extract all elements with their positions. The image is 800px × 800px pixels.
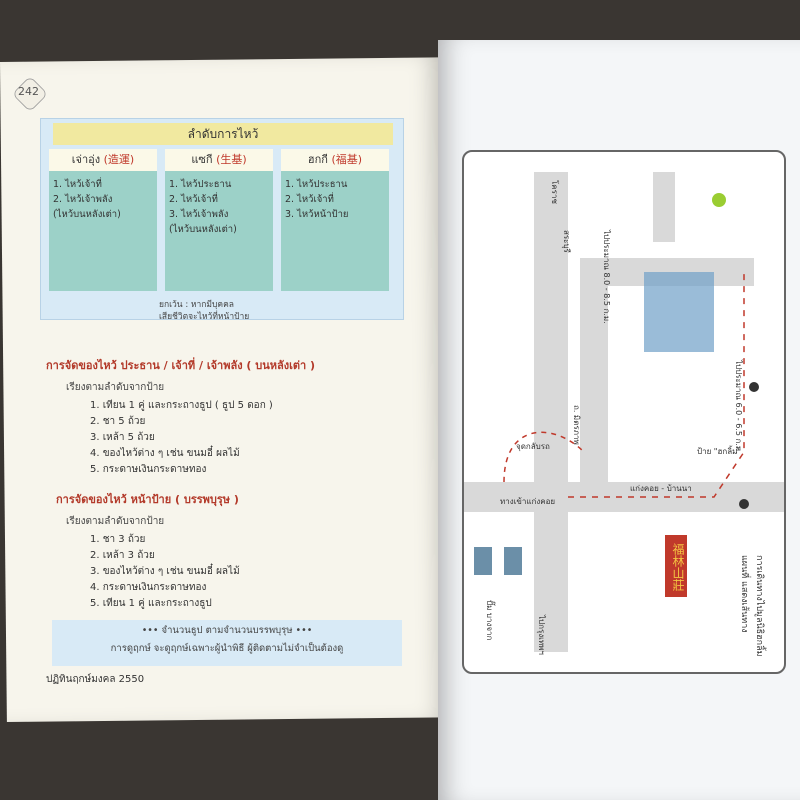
- road-label-mittraphap: ถ. มิตรภาพ: [572, 405, 581, 445]
- column-chinese: (福基): [331, 153, 363, 166]
- list-item: 2. ไหว้เจ้าที่: [169, 194, 218, 205]
- section2-subtitle: เรียงตามลำดับจากป้าย: [66, 516, 165, 527]
- chinese-sign: 福林山莊: [665, 535, 687, 597]
- schedule-table: ลำดับการไหว้ เจ่าอุ่ง (造運) 1. ไหว้เจ้าที…: [40, 118, 404, 322]
- landmark-entrance: ทางเข้าแก่งคอย: [500, 497, 556, 506]
- list-item: 3. ไหว้หน้าป้าย: [285, 209, 349, 220]
- list-item: 5. กระดาษเงินกระดาษทอง: [90, 464, 207, 475]
- exception-note: ยกเว้น : หากมีบุคคล เสียชีวิตจะไหว้ที่หน…: [159, 300, 250, 322]
- temple-illustration: [644, 272, 714, 352]
- route-map: [462, 150, 786, 674]
- section2-title: การจัดของไหว้ หน้าป้าย ( บรรพบุรุษ ): [56, 493, 239, 506]
- section1-subtitle: เรียงตามลำดับจากป้าย: [66, 382, 165, 393]
- direction-bangkok: ไปกรุงเทพฯ: [537, 615, 546, 655]
- section1-title: การจัดของไหว้ ประธาน / เจ้าที่ / เจ้าพลั…: [46, 359, 316, 372]
- column-name: ฮกกี: [307, 153, 328, 166]
- landmark-uturn: จุดกลับรถ: [516, 442, 550, 451]
- list-item: 1. ไหว้เจ้าที่: [53, 179, 102, 190]
- column-chinese: (造運): [103, 153, 135, 166]
- list-item: 4. กระดาษเงินกระดาษทอง: [90, 582, 207, 593]
- list-item: (ไหว้บนหลังเต่า): [53, 209, 121, 220]
- list-item: 1. ไหว้ประธาน: [169, 179, 232, 190]
- direction-korat: โคราช: [550, 180, 559, 204]
- landmark-sign: ป้าย "ฮกลิ้ม": [697, 447, 742, 456]
- list-item: 5. เทียน 1 คู่ และกระถางธูป: [90, 598, 212, 609]
- building-icon: [504, 547, 522, 575]
- list-item: (ไหว้บนหลังเต่า): [169, 224, 237, 235]
- distance-label-b: ไปประมาณ 6.0 - 6.5 ก.ม.: [734, 360, 743, 454]
- building-icon: [474, 547, 492, 575]
- list-item: 2. ไหว้เจ้าพลัง: [53, 194, 113, 205]
- landmark-gas-station: ปั๊ม บางจาก: [485, 600, 494, 641]
- marker-sign: [749, 382, 759, 392]
- direction-saraburi: สระบุรี: [562, 230, 571, 253]
- column-sae-kee: แซกี (生基) 1. ไหว้ประธาน 2. ไหว้เจ้าที่ 3…: [165, 149, 273, 291]
- road-kaeng-khoi: [464, 482, 784, 512]
- list-item: 2. เหล้า 3 ถ้วย: [90, 550, 155, 561]
- marker-destination: [712, 193, 726, 207]
- column-name: แซกี: [191, 153, 213, 166]
- list-item: 2. ชา 5 ถ้วย: [90, 416, 146, 427]
- page-number: 242: [18, 85, 39, 98]
- column-jau-ung: เจ่าอุ่ง (造運) 1. ไหว้เจ้าที่ 2. ไหว้เจ้า…: [49, 149, 157, 291]
- section1-list: 1. เทียน 1 คู่ และกระถางธูป ( ธูป 5 ดอก …: [90, 398, 273, 478]
- u-turn-line: [503, 431, 585, 483]
- list-item: 3. ไหว้เจ้าพลัง: [169, 209, 229, 220]
- route-line: [568, 272, 745, 498]
- distance-label-a: ไปประมาณ 8.0 - 8.5 ก.ม.: [602, 230, 611, 324]
- list-item: 1. ชา 3 ถ้วย: [90, 534, 146, 545]
- column-name: เจ่าอุ่ง: [71, 153, 101, 166]
- column-hok-kee: ฮกกี (福基) 1. ไหว้ประธาน 2. ไหว้เจ้าที่ 3…: [281, 149, 389, 291]
- map-caption-1: แผนที่ แสดงเส้นทาง: [739, 555, 749, 633]
- marker-turn: [739, 499, 749, 509]
- list-item: 4. ของไหว้ต่าง ๆ เช่น ขนมอี๋ ผลไม้: [90, 448, 240, 459]
- list-item: 1. เทียน 1 คู่ และกระถางธูป ( ธูป 5 ดอก …: [90, 400, 273, 411]
- map-caption-2: การเดินทางไปมูลนิธิฮกลิ้ม: [754, 555, 764, 657]
- footer-note: ••• จำนวนธูป ตามจำนวนบรรพบุรุษ ••• การดู…: [52, 620, 402, 666]
- list-item: 3. เหล้า 5 ถ้วย: [90, 432, 155, 443]
- list-item: 2. ไหว้เจ้าที่: [285, 194, 334, 205]
- map-drawing: [464, 172, 784, 652]
- section2-list: 1. ชา 3 ถ้วย 2. เหล้า 3 ถ้วย 3. ของไหว้ต…: [90, 532, 240, 612]
- column-chinese: (生基): [216, 153, 247, 166]
- list-item: 3. ของไหว้ต่าง ๆ เช่น ขนมอี๋ ผลไม้: [90, 566, 240, 577]
- schedule-title: ลำดับการไหว้: [53, 123, 393, 145]
- list-item: 1. ไหว้ประธาน: [285, 179, 348, 190]
- road-label-kaengkhoi: แก่งคอย - บ้านนา: [630, 484, 692, 493]
- road-mittraphap: [534, 172, 568, 652]
- book-title-footer: ปฏิทินฤกษ์มงคล 2550: [46, 674, 145, 685]
